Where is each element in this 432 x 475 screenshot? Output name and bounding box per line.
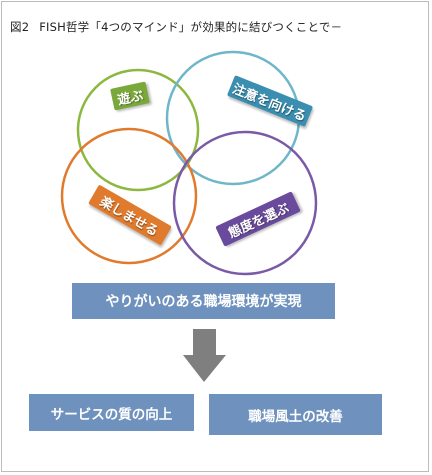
outcome-text: やりがいのある職場環境が実現 [105, 294, 302, 310]
down-arrow-icon [183, 329, 226, 382]
figure-number: 図2 [10, 20, 30, 34]
circle-make-fun [60, 127, 198, 265]
circle-choose-attitude [172, 130, 318, 276]
label-play-text: 遊ぶ [116, 87, 145, 108]
result-workplace-culture-text: 職場風土の改善 [248, 408, 343, 425]
result-service-quality-text: サービスの質の向上 [50, 406, 173, 423]
figure-title-text: FISH哲学「4つのマインド」が効果的に結びつくことで－ [39, 20, 343, 34]
outcome-box: やりがいのある職場環境が実現 [72, 283, 335, 319]
circle-play [76, 68, 200, 192]
result-service-quality: サービスの質の向上 [29, 394, 194, 431]
result-workplace-culture: 職場風土の改善 [209, 394, 382, 435]
figure-title: 図2 FISH哲学「4つのマインド」が効果的に結びつくことで－ [10, 19, 342, 35]
